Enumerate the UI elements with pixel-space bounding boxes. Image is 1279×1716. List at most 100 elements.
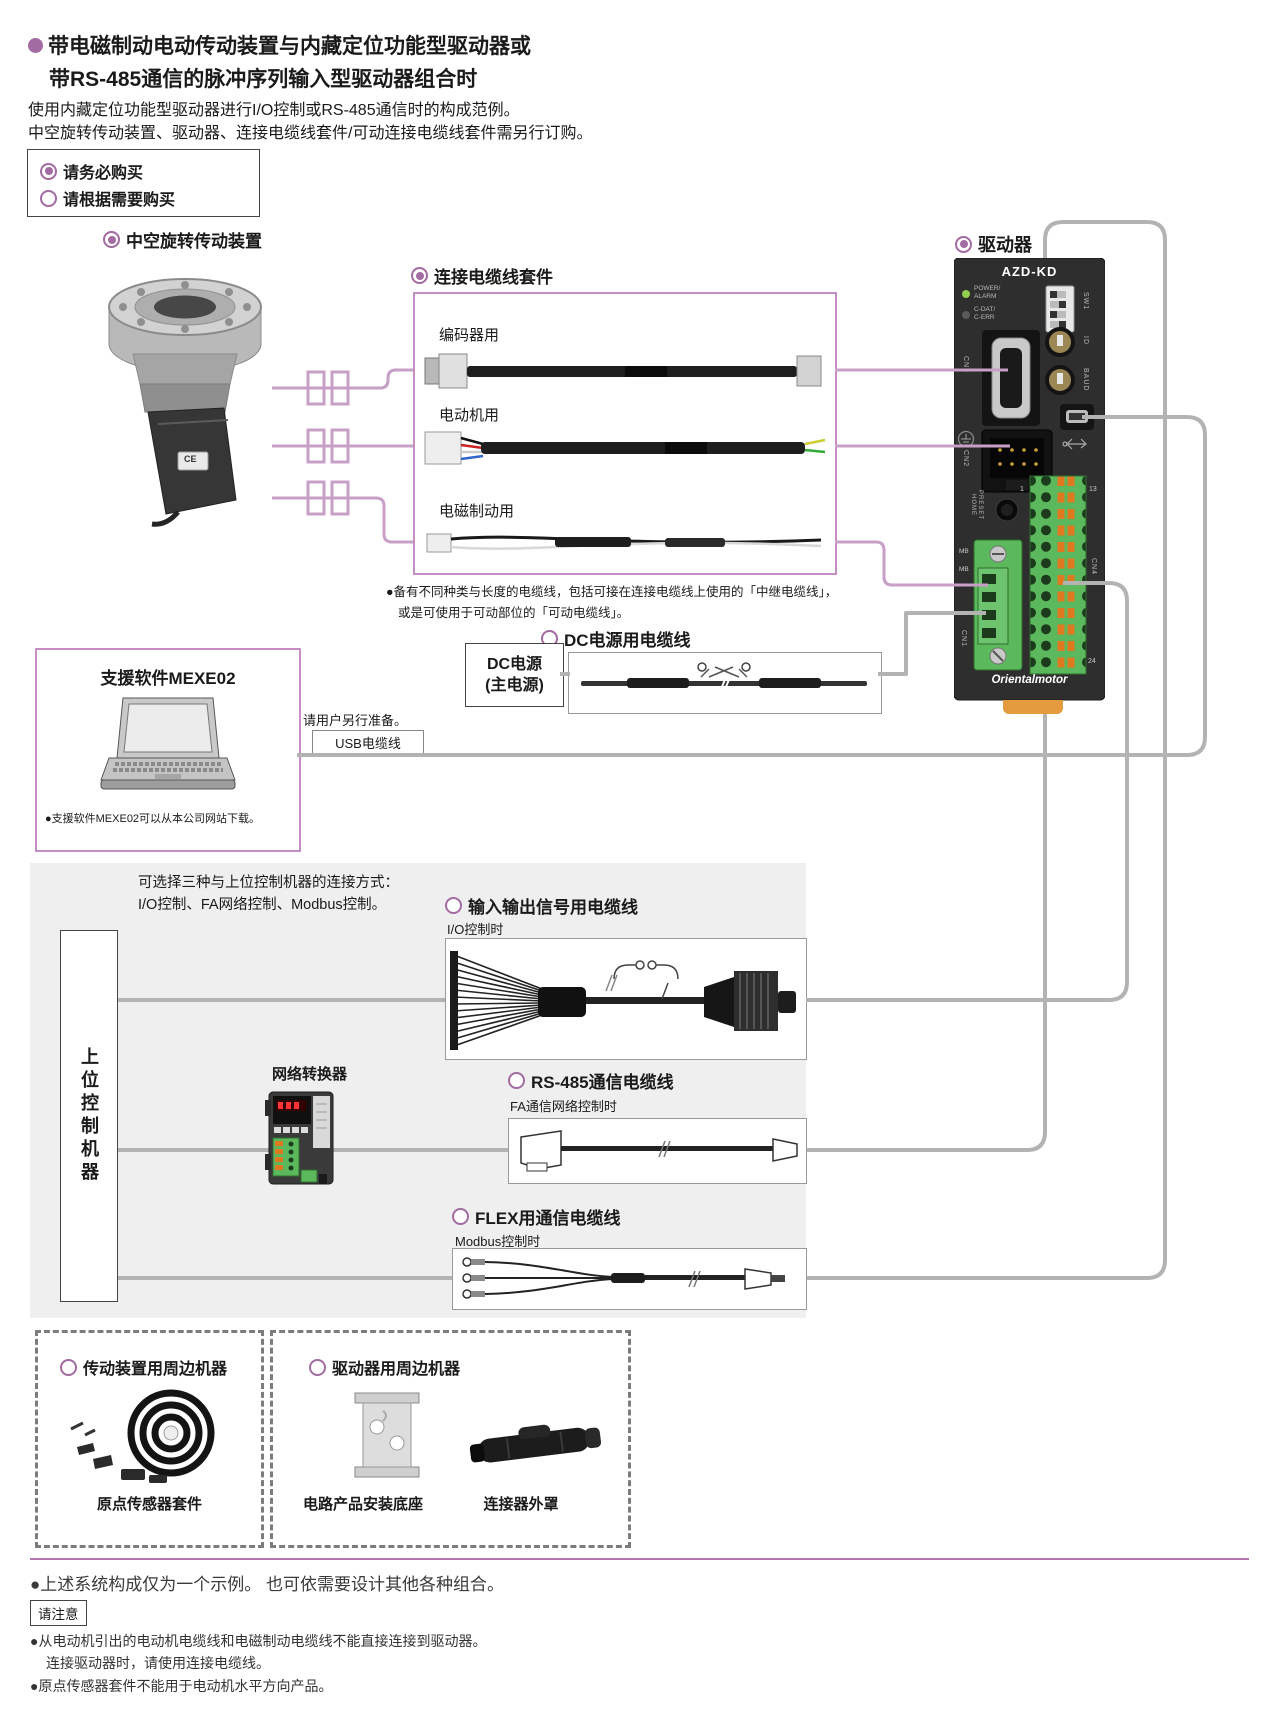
actuator-required-icon bbox=[103, 231, 120, 248]
dc-cable-image bbox=[581, 662, 867, 690]
dc-cable-box bbox=[568, 652, 882, 714]
actuator-peripherals-box: 传动装置用周边机器 原点传感器套件 bbox=[35, 1330, 264, 1548]
io-cable-box bbox=[445, 938, 807, 1060]
connector-cover-image bbox=[469, 1424, 602, 1463]
dc-cable-label-text: DC电源用电缆线 bbox=[564, 631, 691, 650]
driver-baud-label: BAUD bbox=[1082, 368, 1089, 392]
io-cable-label: 输入输出信号用电缆线 bbox=[445, 893, 638, 918]
mounting-base-label: 电路产品安装底座 bbox=[302, 1496, 423, 1513]
actuator-label-text: 中空旋转传动装置 bbox=[126, 232, 262, 251]
legend-optional: 请根据需要购买 bbox=[40, 186, 175, 210]
software-box: 支援软件MEXE02 ●支援软件MEXE02可以从本公司网站下载。 bbox=[35, 648, 301, 852]
network-converter-label: 网络转换器 bbox=[272, 1066, 348, 1083]
cable-kit-note-line2: 或是可使用于可动部位的「可动电缆线」。 bbox=[398, 606, 630, 620]
inline-connector-symbols bbox=[300, 366, 362, 522]
driver-label-text: 驱动器 bbox=[978, 235, 1032, 255]
din-bracket-image bbox=[354, 1392, 420, 1478]
usb-prepare-note: 请用户另行准备。 bbox=[303, 713, 408, 728]
footer-caution1a: ●从电动机引出的电动机电缆线和电磁制动电缆线不能直接连接到驱动器。 bbox=[30, 1633, 487, 1649]
software-note: ●支援软件MEXE02可以从本公司网站下载。 bbox=[45, 813, 261, 825]
origin-sensor-label: 原点传感器套件 bbox=[96, 1496, 202, 1513]
driver-led1-label-a: POWER/ bbox=[974, 285, 1001, 292]
encoder-cable-label: 编码器用 bbox=[439, 327, 500, 344]
cable-kit-required-icon bbox=[411, 267, 428, 284]
driver-cn2-label: CN2 bbox=[962, 450, 969, 468]
actuator-ce-badge: CE bbox=[184, 454, 197, 464]
driver-mb1-label: MB bbox=[959, 548, 969, 555]
driver-led1-label-b: ALARM bbox=[974, 293, 997, 300]
driver-label: 驱动器 bbox=[955, 231, 1032, 257]
driver-required-icon bbox=[955, 235, 972, 253]
usb-cable-box: USB电缆线 bbox=[312, 730, 424, 754]
actuator-image: CE bbox=[78, 252, 293, 537]
required-marker-icon bbox=[40, 162, 57, 180]
flex-cable-optional-icon bbox=[452, 1208, 469, 1225]
flex-cable-label: FLEX用通信电缆线 bbox=[452, 1204, 620, 1229]
dc-power-line2: (主电源) bbox=[485, 677, 544, 694]
description-line1: 使用内藏定位功能型驱动器进行I/O控制或RS-485通信时的构成范例。 bbox=[28, 102, 520, 119]
driver-home-label: HOME bbox=[970, 494, 976, 516]
driver-pin24-label: 24 bbox=[1088, 658, 1096, 665]
page-title-line2: 带RS-485通信的脉冲序列输入型驱动器组合时 bbox=[49, 68, 478, 91]
flex-cable-label-text: FLEX用通信电缆线 bbox=[475, 1209, 621, 1228]
host-intro-line2: I/O控制、FA网络控制、Modbus控制。 bbox=[138, 897, 387, 913]
cable-kit-label: 连接电缆线套件 bbox=[411, 263, 553, 288]
host-intro-line1: 可选择三种与上位控制机器的连接方式： bbox=[138, 875, 399, 891]
footer-note1: ●上述系统构成仅为一个示例。 也可依需要设计其他各种组合。 bbox=[30, 1575, 504, 1594]
flex-cable-image bbox=[462, 1257, 785, 1299]
actuator-label: 中空旋转传动装置 bbox=[103, 227, 262, 252]
driver-led2-label-a: C-DAT/ bbox=[974, 306, 996, 313]
description-line2: 中空旋转传动装置、驱动器、连接电缆线套件/可动连接电缆线套件需另行订购。 bbox=[28, 125, 593, 142]
io-cable-label-text: 输入输出信号用电缆线 bbox=[468, 898, 638, 917]
title-bullet-icon bbox=[28, 37, 43, 53]
rs485-cable-box bbox=[508, 1118, 807, 1184]
driver-mb2-label: MB bbox=[959, 566, 969, 573]
legend-required-label: 请务必购买 bbox=[63, 165, 144, 182]
origin-sensor-image bbox=[70, 1389, 215, 1483]
rs485-cable-label-text: RS-485通信电缆线 bbox=[531, 1073, 674, 1092]
io-cable-image bbox=[450, 951, 796, 1050]
legend-required: 请务必购买 bbox=[40, 159, 143, 183]
io-cable-optional-icon bbox=[445, 897, 462, 914]
driver-cn3-label: CN3 bbox=[962, 356, 969, 374]
driver-cn1-label: CN1 bbox=[960, 630, 967, 648]
title-text-1: 带电磁制动电动传动装置与内藏定位功能型驱动器或 bbox=[48, 35, 531, 58]
flex-cable-sub: Modbus控制时 bbox=[455, 1234, 541, 1249]
cable-kit-note-line1: ●备有不同种类与长度的电缆线，包括可接在连接电缆线上使用的「中继电缆线」， bbox=[386, 585, 838, 599]
driver-image: AZD-KD POWER/ ALARM C-DAT/ C-ERR SW1 CN3… bbox=[954, 258, 1105, 714]
io-cable-sub: I/O控制时 bbox=[447, 922, 504, 937]
page-title-line1: 带电磁制动电动传动装置与内藏定位功能型驱动器或 bbox=[28, 30, 531, 60]
driver-peripherals-label: 驱动器用周边机器 bbox=[309, 1355, 460, 1379]
host-controller-box: 上位控制机器 bbox=[60, 930, 118, 1302]
driver-cn4-label: CN4 bbox=[1090, 558, 1097, 576]
cable-kit-box: 编码器用 电动机用 电磁制动用 bbox=[413, 292, 837, 575]
flex-cable-box bbox=[452, 1248, 807, 1310]
rs485-cable-optional-icon bbox=[508, 1072, 525, 1089]
driver-id-label: ID bbox=[1082, 336, 1089, 345]
actuator-peripherals-label-text: 传动装置用周边机器 bbox=[83, 1361, 228, 1378]
actuator-peripherals-label: 传动装置用周边机器 bbox=[60, 1355, 227, 1379]
footer-caution1b: 连接驱动器时，请使用连接电缆线。 bbox=[46, 1655, 270, 1671]
caution-badge: 请注意 bbox=[30, 1600, 87, 1626]
dc-power-line1: DC电源 bbox=[486, 656, 543, 673]
driver-peripherals-optional-icon bbox=[309, 1358, 326, 1376]
cable-kit-images bbox=[424, 353, 826, 553]
legend-box: 请务必购买 请根据需要购买 bbox=[27, 149, 260, 217]
driver-brand-logo: Orientalmotor bbox=[991, 674, 1068, 686]
rs485-cable-sub: FA通信网络控制时 bbox=[510, 1099, 617, 1114]
rs485-cable-image bbox=[520, 1130, 798, 1172]
driver-preset-label: PRESET bbox=[977, 490, 983, 521]
rs485-cable-label: RS-485通信电缆线 bbox=[508, 1068, 674, 1093]
footer-caution2: ●原点传感器套件不能用于电动机水平方向产品。 bbox=[30, 1678, 333, 1694]
driver-peripherals-label-text: 驱动器用周边机器 bbox=[332, 1361, 461, 1378]
optional-marker-icon bbox=[40, 189, 57, 207]
footer-divider bbox=[30, 1558, 1249, 1560]
driver-peripherals-box: 驱动器用周边机器 电路产品安装底座 连接器外罩 bbox=[270, 1330, 631, 1548]
driver-led2-label-b: C-ERR bbox=[974, 314, 995, 321]
driver-sw1-label: SW1 bbox=[1082, 292, 1089, 311]
host-controller-label: 上位控制机器 bbox=[79, 1047, 99, 1185]
actuator-peripherals-optional-icon bbox=[60, 1358, 77, 1376]
network-converter-image bbox=[253, 1090, 345, 1187]
dc-power-box: DC电源 (主电源) bbox=[465, 643, 564, 707]
